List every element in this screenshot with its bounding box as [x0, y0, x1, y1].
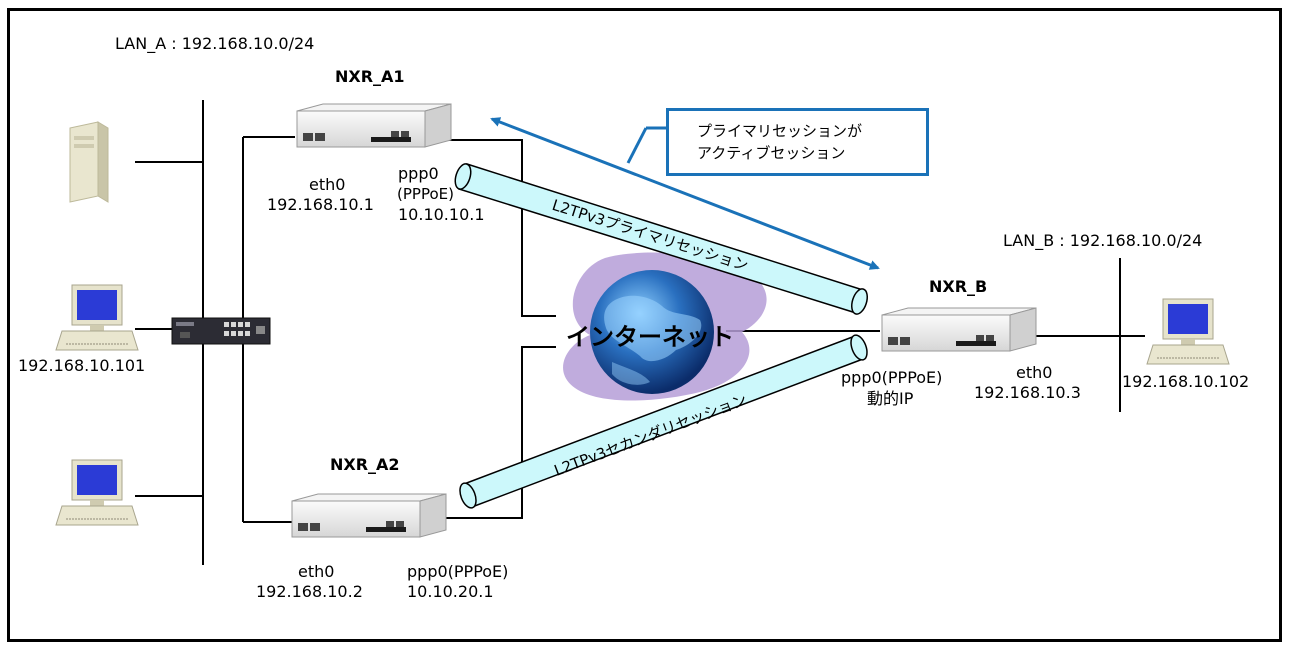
desktop-pc-icon — [56, 460, 138, 525]
lan-b-label: LAN_B : 192.168.10.0/24 — [1003, 232, 1202, 250]
desktop-pc-icon — [1147, 299, 1229, 364]
active-session-callout: プライマリセッションが アクティブセッション — [666, 108, 929, 176]
callout-line-1: プライマリセッションが — [697, 120, 926, 142]
router-a2-name: NXR_A2 — [330, 456, 400, 474]
a1-eth0-label: eth0 — [309, 176, 345, 194]
host-b-ip: 192.168.10.102 — [1122, 373, 1249, 391]
a1-eth0-ip: 192.168.10.1 — [267, 196, 374, 214]
a2-eth0-label: eth0 — [298, 563, 334, 581]
a1-ppp0-label: ppp0 — [398, 165, 439, 183]
server-icon — [70, 122, 108, 202]
b-ppp0-label: ppp0(PPPoE) — [841, 369, 942, 387]
a1-pppoe-label: (PPPoE) — [397, 186, 454, 203]
router-icon — [297, 104, 451, 147]
a2-eth0-ip: 192.168.10.2 — [256, 583, 363, 601]
b-dynamic-ip: 動的IP — [867, 390, 913, 408]
b-eth0-ip: 192.168.10.3 — [974, 384, 1081, 402]
a2-ppp0-label: ppp0(PPPoE) — [407, 563, 508, 581]
desktop-pc-icon — [56, 285, 138, 350]
a2-ppp0-ip: 10.10.20.1 — [407, 583, 494, 601]
a1-ppp0-ip: 10.10.10.1 — [398, 206, 485, 224]
switch-icon — [172, 318, 270, 344]
callout-line-2: アクティブセッション — [697, 142, 926, 164]
b-eth0-label: eth0 — [1016, 364, 1052, 382]
router-b-name: NXR_B — [929, 278, 987, 296]
internet-label: インターネット — [566, 317, 734, 352]
host-a-ip: 192.168.10.101 — [18, 357, 145, 375]
router-icon — [882, 308, 1036, 351]
router-icon — [292, 494, 446, 537]
lan-a-label: LAN_A : 192.168.10.0/24 — [115, 35, 314, 53]
router-a1-name: NXR_A1 — [335, 68, 405, 86]
